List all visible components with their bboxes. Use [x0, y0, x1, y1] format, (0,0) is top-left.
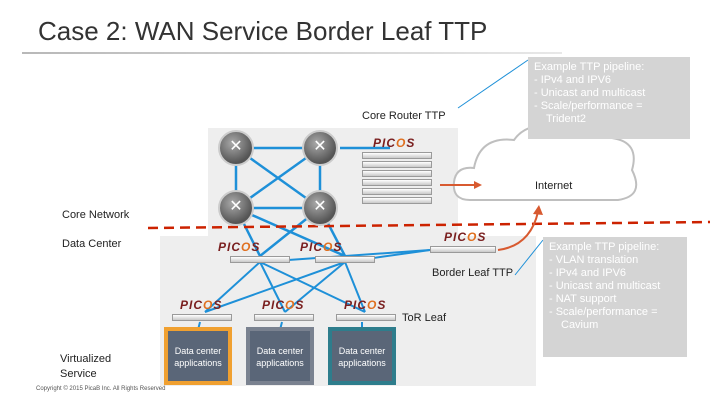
switch-unit — [362, 179, 432, 186]
callout-item: - Unicast and multicast — [534, 87, 646, 99]
app-box-line: Data center — [338, 346, 386, 356]
tor-switch — [172, 314, 232, 321]
data-center-app-box: Data center applications — [164, 327, 232, 385]
callout-item: - Scale/performance = Cavium — [549, 306, 658, 331]
callout-item: - VLAN translation — [549, 254, 639, 266]
border-leaf-ttp-callout: Example TTP pipeline: - VLAN translation… — [543, 237, 687, 357]
core-ttp-callout: Example TTP pipeline: - IPv4 and IPV6 - … — [528, 57, 690, 139]
app-box-line: applications — [256, 358, 304, 368]
virtualized-service-label: Virtualized Service — [60, 352, 111, 382]
switch-unit — [362, 188, 432, 195]
app-box-line: Data center — [256, 346, 304, 356]
page-title: Case 2: WAN Service Border Leaf TTP — [38, 16, 488, 46]
copyright-notice: Copyright © 2015 PicaB Inc. All Rights R… — [36, 386, 166, 392]
app-box-line: Data center — [174, 346, 222, 356]
picos-logo: PICOS — [218, 240, 261, 254]
tor-switch — [254, 314, 314, 321]
title-rule — [22, 52, 562, 54]
callout-list: - IPv4 and IPV6 - Unicast and multicast … — [534, 74, 684, 126]
arrow-border-to-internet — [497, 211, 539, 251]
switch-unit — [362, 152, 432, 159]
core-dc-divider — [147, 220, 711, 230]
switch-unit — [362, 197, 432, 204]
switch-unit — [362, 161, 432, 168]
internet-label: Internet — [535, 180, 573, 192]
picos-logo: PICOS — [262, 298, 305, 312]
callout-item: - IPv4 and IPV6 — [534, 74, 612, 86]
core-router-icon: ✕ — [302, 190, 338, 226]
picos-logo: PICOS — [373, 136, 416, 150]
picos-logo: PICOS — [344, 298, 387, 312]
callout-item: - NAT support — [549, 293, 617, 305]
tor-switch — [336, 314, 396, 321]
picos-logo: PICOS — [300, 240, 343, 254]
core-router-icon: ✕ — [218, 130, 254, 166]
spine-switch — [230, 256, 290, 263]
data-center-app-box: Data center applications — [246, 327, 314, 385]
virtualized-service-line: Service — [60, 368, 97, 380]
core-router-icon: ✕ — [218, 190, 254, 226]
spine-switch — [315, 256, 375, 263]
border-leaf-ttp-label: Border Leaf TTP — [432, 267, 514, 279]
picos-logo: PICOS — [444, 230, 487, 244]
core-router-ttp-label: Core Router TTP — [362, 110, 446, 122]
callout-heading: Example TTP pipeline: — [534, 61, 645, 73]
callout-item: - Scale/performance = Trident2 — [534, 100, 643, 125]
callout-list: - VLAN translation - IPv4 and IPV6 - Uni… — [549, 254, 681, 332]
virtualized-service-line: Virtualized — [60, 353, 112, 365]
callout-item: - Unicast and multicast — [549, 280, 661, 292]
data-center-app-box: Data center applications — [328, 327, 396, 385]
border-leaf-switch — [430, 246, 496, 253]
callout-item: - IPv4 and IPV6 — [549, 267, 627, 279]
core-router-icon: ✕ — [302, 130, 338, 166]
tor-leaf-label: ToR Leaf — [402, 312, 447, 324]
switch-unit — [362, 170, 432, 177]
core-network-label: Core Network — [62, 209, 130, 221]
data-center-label: Data Center — [62, 238, 122, 250]
app-box-line: applications — [338, 358, 386, 368]
picos-logo: PICOS — [180, 298, 223, 312]
callout-heading: Example TTP pipeline: — [549, 241, 660, 253]
callout-core-leader — [457, 59, 529, 109]
app-box-line: applications — [174, 358, 222, 368]
core-switch-stack — [362, 152, 432, 206]
callout-border-leader — [514, 239, 544, 276]
